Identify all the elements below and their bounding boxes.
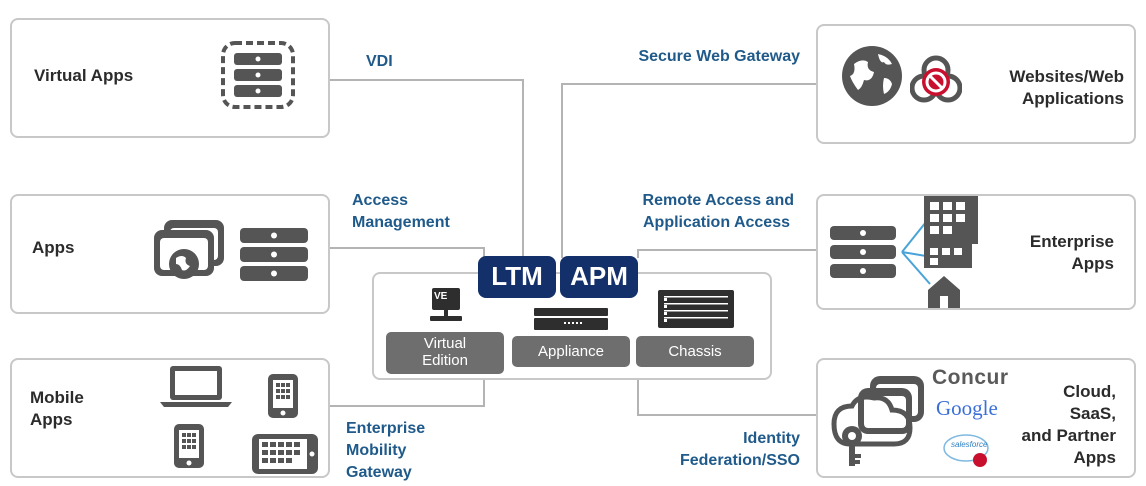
virtual-server-icon [221,41,295,109]
cloud-apps-box: Concur Google salesforce Cloud, SaaS, an… [816,358,1136,478]
salesforce-logo-text: salesforce [951,440,988,449]
virtual-edition-button[interactable]: Virtual Edition [386,332,504,374]
apm-badge[interactable]: APM [560,256,638,298]
tablet-icon [252,434,318,474]
virtual-edition-label-line1: Virtual [423,335,467,352]
virtual-edition-icon [430,288,462,321]
mobile-apps-label-line2: Apps [30,410,73,429]
vdi-line [328,79,524,258]
apps-box: Apps [10,194,330,314]
apps-label: Apps [32,238,75,257]
ve-badge-text: VE [434,291,448,302]
laptop-icon [160,366,232,407]
cloud-label-line4: Apps [1073,448,1117,467]
access-line [328,247,485,258]
enterprise-apps-box: Enterprise Apps [816,194,1136,310]
appliance-icon [534,308,608,330]
enterprise-mobility-line3: Gateway [346,464,412,481]
web-app-icon [154,220,224,279]
cloud-key-icon [831,376,924,466]
virtual-edition-label-line2: Edition [422,352,468,369]
access-management-line1: Access [352,192,409,209]
malware-blocked-icon [910,55,962,103]
identity-line [637,380,818,416]
remote-line [637,249,818,258]
vdi-label: VDI [366,53,393,70]
enterprise-mobility-line2: Mobility [346,442,407,459]
virtual-apps-box: Virtual Apps [10,18,330,138]
websites-label-line2: Applications [1021,89,1124,108]
chassis-button[interactable]: Chassis [636,336,754,367]
cloud-label-line1: Cloud, [1063,382,1116,401]
secure-web-gateway-label: Secure Web Gateway [638,48,800,65]
swg-line [561,83,818,258]
google-logo: Google [936,396,998,420]
remote-access-line2: Application Access [642,214,790,231]
identity-federation-line1: Identity [743,430,800,447]
virtual-apps-label: Virtual Apps [34,66,134,85]
phone-icon [268,374,298,418]
enterprise-server-icon [830,226,896,278]
identity-federation-line2: Federation/SSO [679,452,800,469]
cloud-label-line3: and Partner [1021,426,1116,445]
phone-icon-2 [174,424,204,468]
websites-label-line1: Websites/Web [1009,67,1124,86]
globe-icon [842,46,902,106]
appliance-button[interactable]: Appliance [512,336,630,367]
access-management-line2: Management [352,214,450,231]
enterprise-mobility-line1: Enterprise [346,420,426,437]
concur-logo: Concur [932,366,1009,389]
mobility-line [328,380,485,407]
enterprise-apps-label-line2: Apps [1071,254,1115,273]
salesforce-logo-icon [943,434,989,467]
mobile-apps-box: Mobile Apps [10,358,330,478]
ltm-badge[interactable]: LTM [478,256,556,298]
cloud-label-line2: SaaS, [1069,404,1116,423]
remote-access-line1: Remote Access and [642,192,794,209]
mobile-apps-label-line1: Mobile [30,388,84,407]
websites-box: Websites/Web Applications [816,24,1136,144]
chassis-icon [658,290,734,328]
enterprise-apps-label-line1: Enterprise [1029,232,1114,251]
enterprise-network-icon [901,196,978,308]
server-icon [240,228,308,281]
